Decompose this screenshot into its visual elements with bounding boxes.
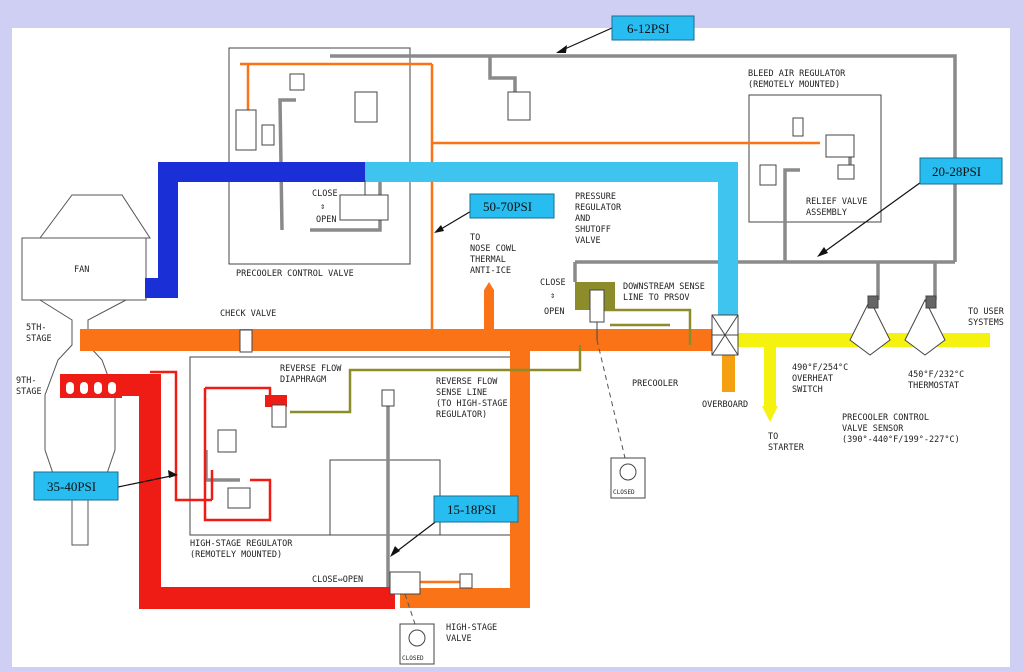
nose-cowl-label-2: NOSE COWL	[470, 244, 516, 254]
high-stage-valve-label-2: VALVE	[446, 634, 472, 644]
high-stage-valve	[389, 571, 473, 595]
overheat-switch-label-3: SWITCH	[792, 385, 823, 395]
stage5-label-2: STAGE	[26, 334, 52, 344]
to-starter-label-2: STARTER	[768, 443, 805, 453]
callout-35-40psi: 35-40PSI	[33, 471, 119, 501]
overboard-duct	[722, 352, 735, 392]
9th-stage-manifold	[60, 378, 122, 398]
prsov-label-4: SHUTOFF	[575, 225, 611, 235]
precooler-sensor-label-2: VALVE SENSOR	[842, 424, 904, 434]
callout-50-70psi: 50-70PSI	[469, 193, 555, 219]
svg-text:50-70PSI: 50-70PSI	[483, 199, 532, 214]
bleed-air-regulator-label-1: BLEED AIR REGULATOR	[748, 69, 846, 79]
overheat-switch-label-1: 490°F/254°C	[792, 363, 848, 373]
nose-cowl-label-3: THERMAL	[470, 255, 506, 265]
precooler-control-valve-label: PRECOOLER CONTROL VALVE	[236, 269, 354, 279]
relief-valve-label-2: ASSEMBLY	[806, 208, 847, 218]
fan-air-duct-dark	[145, 162, 365, 298]
svg-text:35-40PSI: 35-40PSI	[47, 479, 96, 494]
to-user-systems-label-1: TO USER	[968, 307, 1005, 317]
svg-text:20-28PSI: 20-28PSI	[932, 164, 981, 179]
bleed-air-regulator-label-2: (REMOTELY MOUNTED)	[748, 80, 840, 90]
high-stage-valve-label-1: HIGH-STAGE	[446, 623, 497, 633]
precooler-sensor-label-1: PRECOOLER CONTROL	[842, 413, 929, 423]
pcv-close-label: CLOSE	[312, 189, 338, 199]
prsov-open-label: OPEN	[544, 307, 564, 317]
olive-sense-lines	[290, 308, 692, 414]
reverse-flow-diaphragm	[265, 395, 287, 407]
fan-label: FAN	[74, 265, 89, 275]
overboard-label: OVERBOARD	[702, 400, 748, 410]
prsov-arrow: ⇕	[550, 291, 555, 301]
reverse-flow-sense-label-1: REVERSE FLOW	[436, 377, 498, 387]
reverse-flow-diaphragm-label-2: DIAPHRAGM	[280, 375, 326, 385]
reverse-flow-sense-label-2: SENSE LINE	[436, 388, 487, 398]
reverse-flow-sense-label-3: (TO HIGH-STAGE	[436, 399, 508, 409]
precooler-label: PRECOOLER	[632, 379, 679, 389]
starter-arrow	[762, 406, 778, 422]
high-stage-crossover-duct	[400, 340, 530, 608]
prsov-actuator	[575, 282, 615, 340]
reverse-flow-diaphragm-label-1: REVERSE FLOW	[280, 364, 342, 374]
prsov-close-label: CLOSE	[540, 278, 566, 288]
relief-valve-label-1: RELIEF VALVE	[806, 197, 867, 207]
reverse-flow-sense-label-4: REGULATOR)	[436, 410, 487, 420]
precooler-control-valve-internals	[235, 73, 389, 221]
pcv-open-label: OPEN	[316, 215, 336, 225]
prsov-label-1: PRESSURE	[575, 192, 616, 202]
high-stage-position-indicator	[399, 593, 435, 665]
precooler-sensor-label-3: (390°-440°F/199°-227°C)	[842, 435, 960, 445]
stage9-label-1: 9TH-	[16, 376, 36, 386]
nose-cowl-label-4: ANTI-ICE	[470, 266, 511, 276]
thermostat-label-1: 450°F/232°C	[908, 370, 964, 380]
callout-6-12psi: 6-12PSI	[611, 15, 695, 41]
svg-text:6-12PSI: 6-12PSI	[627, 21, 670, 36]
precooler-control-valve-box	[228, 47, 411, 265]
callout-arrowheads	[168, 45, 828, 557]
svg-text:15-18PSI: 15-18PSI	[447, 502, 496, 517]
overheat-switch-label-2: OVERHEAT	[792, 374, 833, 384]
prsov-position-indicator	[596, 339, 646, 499]
high-stage-regulator-label-1: HIGH-STAGE REGULATOR	[190, 539, 293, 549]
pcv-arrow: ⇕	[320, 202, 325, 212]
anti-ice-arrow	[484, 282, 494, 290]
fan-air-duct-light	[365, 162, 738, 318]
engine-outline	[21, 194, 151, 546]
high-stage-regulator-internals	[217, 389, 395, 509]
precooler-unit	[711, 314, 739, 356]
callout-15-18psi: 15-18PSI	[433, 495, 519, 523]
check-valve	[239, 329, 253, 353]
close-open-label: CLOSE⇔OPEN	[312, 575, 363, 585]
stage9-label-2: STAGE	[16, 387, 42, 397]
nose-cowl-label-1: TO	[470, 233, 480, 243]
sensors	[849, 295, 946, 356]
prsov-closed-label: CLOSED	[613, 489, 635, 496]
to-user-systems-label-2: SYSTEMS	[968, 318, 1004, 328]
high-stage-closed-label: CLOSED	[402, 655, 424, 662]
downstream-sense-label-2: LINE TO PRSOV	[623, 293, 690, 303]
prsov-label-5: VALVE	[575, 236, 601, 246]
prsov-label-2: REGULATOR	[575, 203, 622, 213]
bleed-air-regulator-internals	[507, 91, 855, 186]
to-starter-label-1: TO	[768, 432, 778, 442]
high-stage-regulator-label-2: (REMOTELY MOUNTED)	[190, 550, 282, 560]
stage5-label-1: 5TH-	[26, 323, 46, 333]
prsov-label-3: AND	[575, 214, 590, 224]
thermostat-label-2: THERMOSTAT	[908, 381, 959, 391]
bleed-air-regulator-box	[748, 94, 882, 223]
callout-20-28psi: 20-28PSI	[919, 157, 1003, 185]
check-valve-label: CHECK VALVE	[220, 309, 276, 319]
downstream-sense-label-1: DOWNSTREAM SENSE	[623, 282, 705, 292]
